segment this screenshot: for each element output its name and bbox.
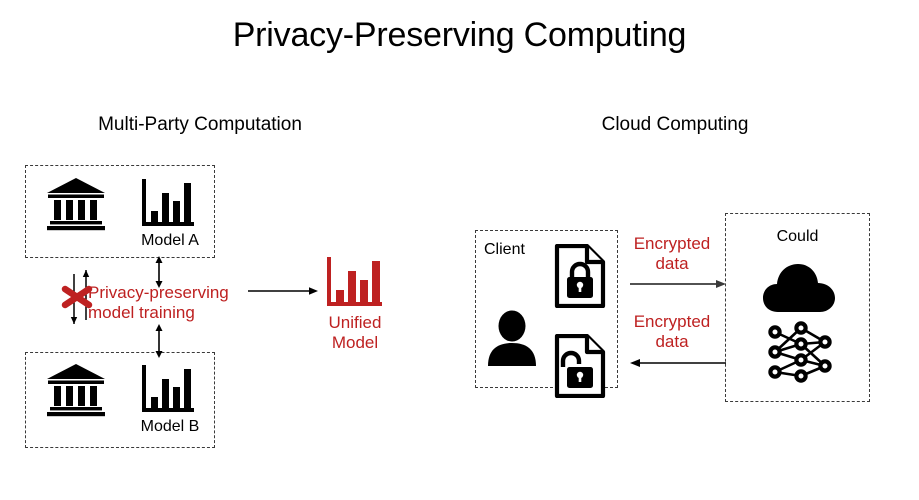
cloud-server-label: Could bbox=[776, 228, 819, 245]
cloud-icon bbox=[762, 262, 836, 314]
section-heading-mpc: Multi-Party Computation bbox=[98, 114, 302, 135]
page-title: Privacy-Preserving Computing bbox=[232, 16, 687, 54]
encrypted-data-uplink-line1: Encrypted bbox=[633, 234, 711, 253]
arrow-double-vertical-b-icon bbox=[148, 324, 170, 358]
unified-model-label: Unified Model bbox=[312, 313, 398, 353]
cloud-server-box bbox=[725, 213, 870, 402]
person-icon bbox=[485, 310, 539, 366]
encrypted-data-uplink-label: Encrypted data bbox=[620, 234, 724, 273]
client-box bbox=[475, 230, 618, 388]
model-b-label: Model B bbox=[140, 418, 200, 435]
privacy-training-label: Privacy-preserving model training bbox=[88, 283, 248, 323]
arrow-right-icon bbox=[630, 276, 726, 292]
section-heading-cloud: Cloud Computing bbox=[601, 114, 749, 135]
document-locked-icon bbox=[553, 243, 607, 309]
bar-chart-icon-unified bbox=[322, 255, 386, 311]
bar-chart-icon-model-a bbox=[137, 177, 199, 231]
encrypted-data-downlink-label: Encrypted data bbox=[620, 312, 724, 351]
client-label: Client bbox=[484, 241, 525, 258]
party-b-box bbox=[25, 352, 215, 448]
document-unlocked-icon bbox=[553, 333, 607, 399]
neural-network-icon bbox=[765, 320, 835, 384]
party-a-box bbox=[25, 165, 215, 258]
model-a-label: Model A bbox=[141, 232, 199, 249]
encrypted-data-downlink-line1: Encrypted bbox=[633, 312, 711, 331]
unified-model-line2: Model bbox=[331, 333, 379, 353]
encrypted-data-downlink-line2: data bbox=[655, 331, 689, 351]
arrow-double-vertical-a-icon bbox=[148, 256, 170, 288]
red-x-icon bbox=[58, 266, 102, 328]
unified-model-line1: Unified bbox=[328, 313, 382, 332]
arrow-left-icon bbox=[630, 355, 726, 371]
privacy-training-line2: model training bbox=[88, 303, 195, 323]
bar-chart-icon-model-b bbox=[137, 363, 199, 417]
privacy-training-line1: Privacy-preserving bbox=[88, 283, 229, 302]
bank-icon bbox=[45, 362, 107, 418]
arrow-right-icon bbox=[248, 282, 318, 300]
encrypted-data-uplink-line2: data bbox=[655, 253, 689, 273]
bank-icon bbox=[45, 176, 107, 232]
